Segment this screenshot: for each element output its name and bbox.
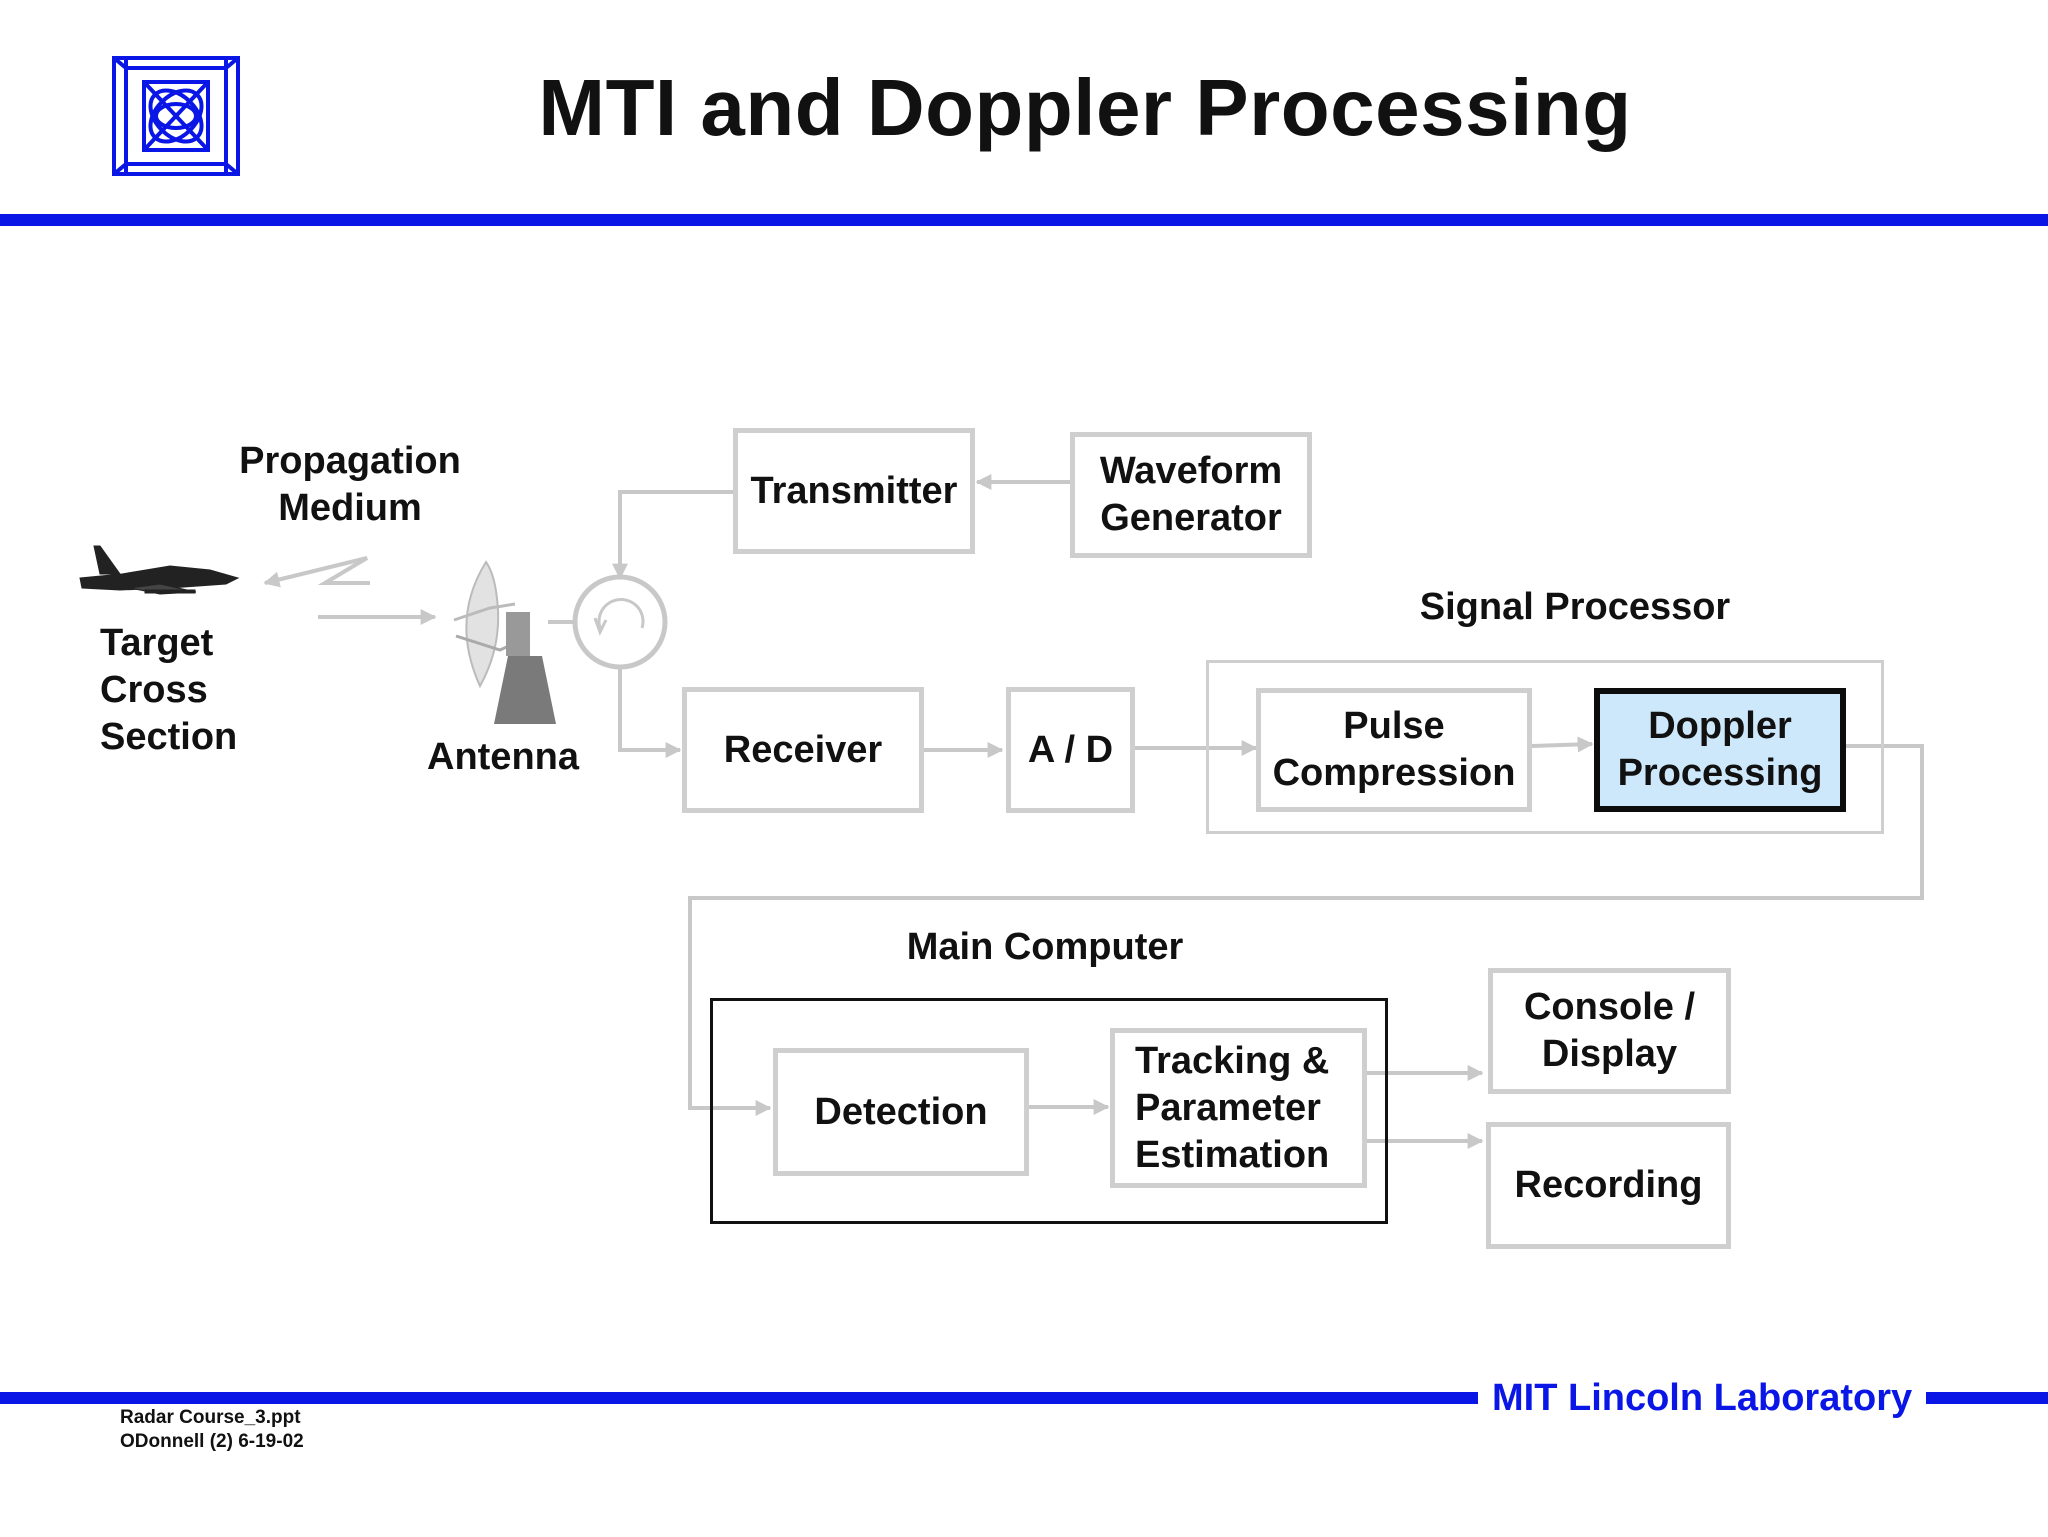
detection-label: Detection [814, 1090, 988, 1133]
receiver-label: Receiver [723, 728, 883, 771]
pulse-compression-label: Pulse Compression [1272, 705, 1516, 794]
propagation-medium-label: Propagation Medium [239, 440, 461, 529]
tracking-estimation-block: Tracking & Parameter Estimation [1110, 1028, 1367, 1188]
header-rule [0, 214, 2048, 226]
ad-converter-label: A / D [1027, 728, 1114, 771]
circulator-to-rx-arrow [618, 665, 682, 758]
signal-processor-group [1206, 660, 1884, 834]
receiver-block: Receiver [682, 687, 924, 813]
main-computer-group [710, 998, 1388, 1224]
doppler-processing-block: Doppler Processing [1594, 688, 1846, 812]
antenna-icon [453, 560, 556, 724]
doppler-to-detection-arrow [688, 744, 1924, 1116]
pulse-to-doppler-arrow [1531, 736, 1594, 753]
target-cross-section-label: Target Cross Section [100, 622, 238, 758]
footer-filename: Radar Course_3.ppt [120, 1407, 301, 1428]
propagation-arrow-in [263, 556, 370, 588]
signal-processor-label: Signal Processor [1419, 586, 1731, 628]
pulse-compression-block: Pulse Compression [1256, 688, 1532, 812]
antenna-label: Antenna [427, 736, 579, 778]
console-display-label: Console / Display [1523, 986, 1696, 1075]
doppler-processing-label: Doppler Processing [1617, 705, 1823, 794]
page-title: MTI and Doppler Processing [538, 63, 1632, 152]
lab-name: MIT Lincoln Laboratory [1478, 1376, 1927, 1420]
recording-label: Recording [1514, 1164, 1703, 1206]
tx-to-circulator-arrow [612, 490, 733, 580]
recording-block: Recording [1486, 1122, 1731, 1249]
waveform-generator-block: Waveform Generator [1070, 432, 1312, 558]
circulator-icon [572, 574, 668, 670]
footer-rule-end [1940, 1392, 2048, 1404]
footer-author-date: ODonnell (2) 6-19-02 [120, 1431, 304, 1452]
aircraft-icon [79, 545, 240, 595]
tracking-estimation-label: Tracking & Parameter Estimation [1135, 1039, 1330, 1176]
console-display-block: Console / Display [1488, 968, 1731, 1094]
main-computer-label: Main Computer [906, 926, 1184, 968]
detection-block: Detection [773, 1048, 1029, 1176]
waveform-generator-label: Waveform Generator [1099, 450, 1283, 539]
transmitter-block: Transmitter [733, 428, 975, 554]
ad-converter-block: A / D [1006, 687, 1135, 813]
transmitter-label: Transmitter [750, 469, 958, 512]
